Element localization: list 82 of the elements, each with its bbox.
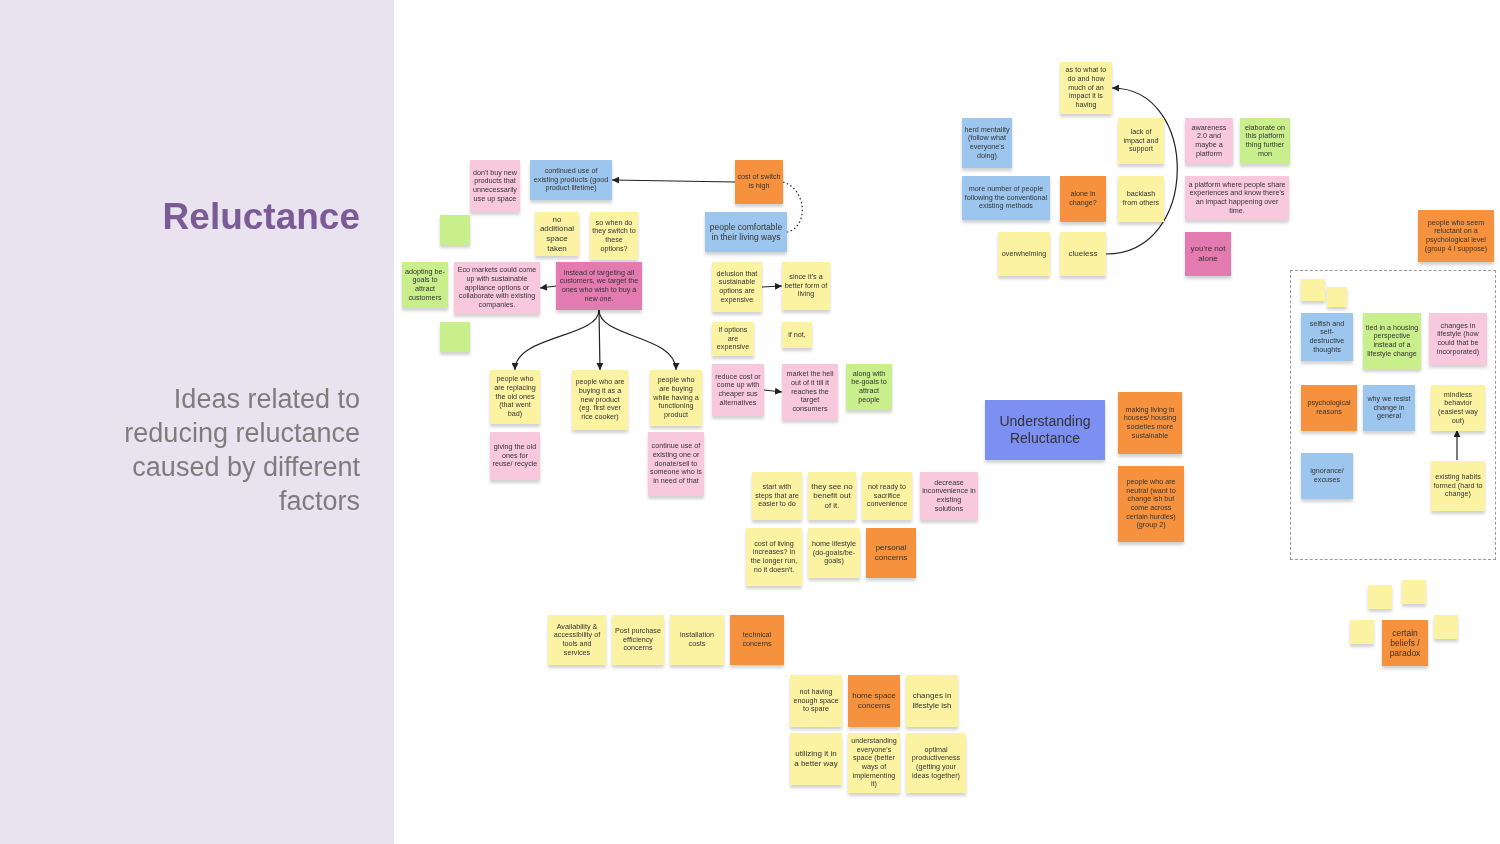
sticky-note	[440, 215, 470, 245]
sticky-note	[1363, 313, 1421, 369]
sticky-note	[906, 675, 958, 727]
sticky-note	[648, 432, 704, 496]
sticky-note	[590, 212, 638, 260]
connector-arrow	[598, 309, 679, 371]
note-text: clueless	[1068, 249, 1098, 259]
sticky-note	[782, 262, 830, 310]
sticky-note	[790, 733, 842, 785]
sticky-note	[572, 370, 628, 430]
sticky-note	[1118, 392, 1182, 454]
note-text: home space concerns	[851, 691, 897, 711]
sticky-note	[1301, 313, 1353, 361]
note-text: personal concerns	[873, 543, 909, 563]
sticky-note	[1301, 385, 1357, 431]
sticky-note	[1363, 385, 1415, 431]
sticky-note	[866, 528, 916, 578]
sticky-note	[1118, 176, 1164, 222]
sticky-note	[752, 472, 802, 520]
note-text: they see no benefit out of it.	[810, 481, 854, 511]
sticky-note	[862, 472, 912, 520]
sticky-note	[735, 160, 783, 204]
sticky-note	[1118, 466, 1184, 542]
sticky-note	[782, 322, 812, 348]
sticky-note	[548, 615, 606, 665]
note-text: people comfortable in their living ways	[708, 221, 784, 243]
sticky-note	[1185, 232, 1231, 276]
connector-arrow	[1453, 429, 1461, 461]
sticky-note	[1350, 620, 1374, 644]
sticky-note	[1301, 453, 1353, 499]
sticky-note	[1434, 615, 1458, 639]
sticky-note	[670, 615, 724, 665]
connector-arrow	[611, 176, 736, 184]
sticky-note	[1118, 118, 1164, 164]
sticky-note	[705, 212, 787, 252]
connector-arrow	[763, 387, 783, 395]
sticky-note	[1368, 585, 1392, 609]
sticky-note	[962, 176, 1050, 220]
sticky-note	[556, 262, 642, 310]
connector-arrow	[539, 283, 557, 291]
sticky-note	[1060, 176, 1106, 222]
sticky-note	[712, 262, 762, 312]
sticky-note	[490, 432, 540, 480]
sticky-note	[440, 322, 470, 352]
sticky-note	[530, 160, 612, 200]
sticky-note	[808, 528, 860, 578]
sticky-note	[962, 118, 1012, 168]
sticky-note	[985, 400, 1105, 460]
note-text: certain beliefs / paradox	[1388, 627, 1422, 659]
sticky-note	[730, 615, 784, 665]
sticky-note	[1402, 580, 1426, 604]
sticky-note	[1418, 210, 1494, 262]
sticky-note	[808, 472, 856, 520]
sticky-note	[650, 370, 702, 426]
subtitle: Ideas related to reducing reluctance caused by different factors	[123, 383, 360, 518]
note-text: Understanding Reluctance	[998, 413, 1092, 447]
sticky-note	[712, 364, 764, 416]
sticky-note	[1060, 232, 1106, 276]
sticky-note	[1301, 279, 1325, 301]
page-title: Reluctance	[162, 196, 360, 238]
sticky-note	[470, 160, 520, 212]
sticky-note	[782, 364, 838, 420]
sticky-note	[612, 615, 664, 665]
sticky-note	[848, 675, 900, 727]
sticky-note	[746, 528, 802, 586]
connector-arrow	[596, 309, 604, 371]
sticky-note	[790, 675, 842, 727]
connector-arrow	[1105, 85, 1178, 255]
sticky-note	[1429, 313, 1487, 365]
sticky-note	[906, 733, 966, 793]
sticky-note	[920, 472, 978, 520]
sticky-note	[1327, 287, 1347, 307]
note-text: you're not alone	[1189, 244, 1227, 264]
sticky-note	[1382, 620, 1428, 666]
dashed-frame	[1290, 270, 1496, 560]
sticky-note	[1431, 461, 1485, 511]
sticky-note	[998, 232, 1050, 276]
note-text: changes in lifestyle ish	[911, 691, 953, 711]
connector-arrow	[761, 282, 783, 290]
note-text: utilizing it in a better way	[793, 749, 839, 769]
sticky-note	[1431, 385, 1485, 431]
note-text: no additional space taken	[538, 214, 576, 254]
